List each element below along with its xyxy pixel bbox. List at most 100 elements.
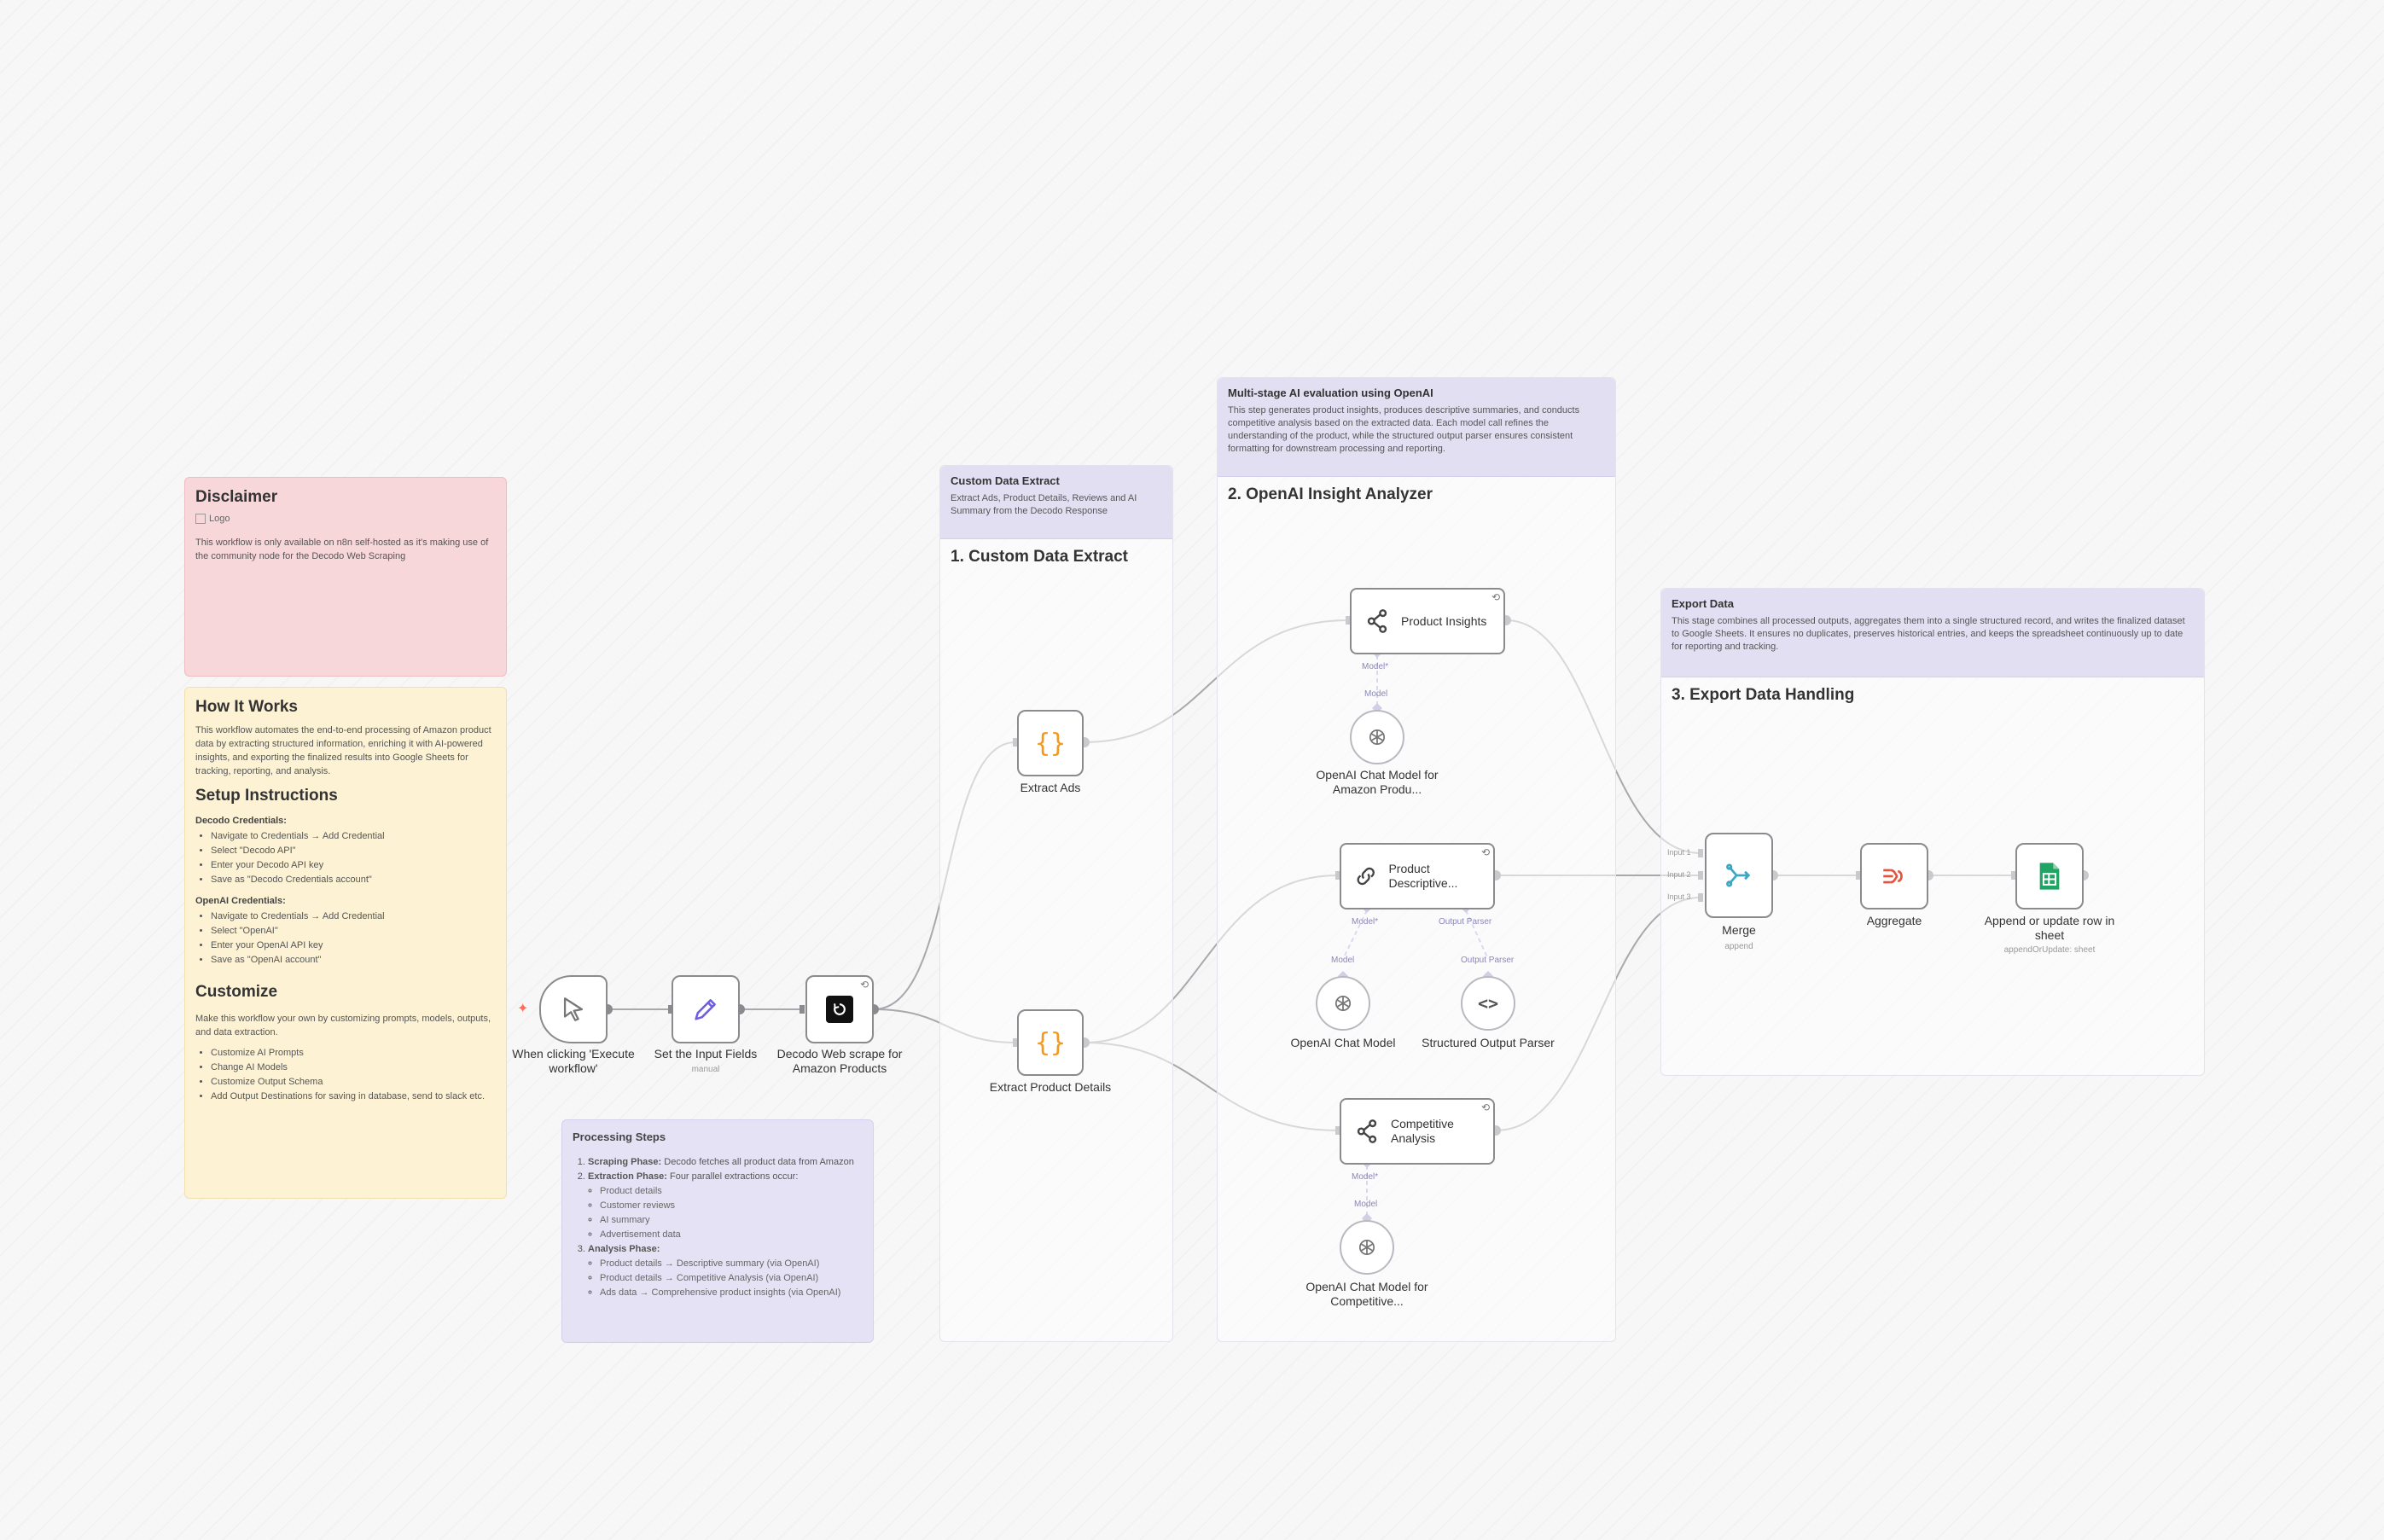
competitive-analysis-node[interactable]: Competitive Analysis ⟲ xyxy=(1340,1098,1495,1165)
port-label-output-parser: Output Parser xyxy=(1439,917,1492,927)
openai-steps-list: Navigate to Credentials → Add Credential… xyxy=(195,909,496,968)
phase-text: Decodo fetches all product data from Ama… xyxy=(661,1157,854,1167)
disclaimer-note[interactable]: Disclaimer Logo This workflow is only av… xyxy=(184,477,507,677)
processing-steps-note[interactable]: Processing Steps Scraping Phase: Decodo … xyxy=(561,1119,874,1343)
phase-label: Extraction Phase: xyxy=(588,1171,667,1182)
ai-chain-icon xyxy=(1367,609,1387,633)
product-insights-node[interactable]: Product Insights ⟲ xyxy=(1350,588,1505,654)
braces-icon: {} xyxy=(1034,1027,1067,1058)
merge-input-1-label: Input 1 xyxy=(1667,848,1691,857)
list-item: Scraping Phase: Decodo fetches all produ… xyxy=(588,1155,863,1170)
sync-icon: ⟲ xyxy=(859,979,869,991)
openai-chat-model-label: OpenAI Chat Model xyxy=(1290,1036,1396,1049)
port-label-model-required: Model* xyxy=(1352,1172,1379,1182)
extract-product-details-label: Extract Product Details xyxy=(989,1080,1112,1094)
set-input-fields-node[interactable] xyxy=(672,975,740,1043)
disclaimer-title: Disclaimer xyxy=(195,488,278,506)
frame-header: Custom Data Extract Extract Ads, Product… xyxy=(940,466,1172,539)
list-item: Analysis Phase: Product details → Descri… xyxy=(588,1242,863,1300)
disclaimer-text: This workflow is only available on n8n s… xyxy=(195,538,489,561)
sync-icon: ⟲ xyxy=(1491,591,1500,603)
sync-icon: ⟲ xyxy=(1480,1101,1490,1113)
customize-text: Make this workflow your own by customizi… xyxy=(195,1014,491,1037)
processing-list: Scraping Phase: Decodo fetches all produ… xyxy=(573,1155,863,1300)
list-item: Extraction Phase: Four parallel extracti… xyxy=(588,1170,863,1242)
frame-head-title: Custom Data Extract xyxy=(951,474,1060,487)
openai-chat-model-insights-label: OpenAI Chat Model for Amazon Produ... xyxy=(1316,768,1439,796)
merge-input-3-label: Input 3 xyxy=(1667,892,1691,901)
list-item: Customize Output Schema xyxy=(211,1075,496,1090)
list-item: Save as "OpenAI account" xyxy=(211,953,496,968)
aggregate-label: Aggregate xyxy=(1866,914,1922,927)
how-it-works-note[interactable]: How It Works This workflow automates the… xyxy=(184,687,507,1199)
set-input-fields-label: Set the Input Fields xyxy=(654,1047,758,1061)
google-sheets-icon xyxy=(2039,863,2060,890)
structured-output-parser-node[interactable]: <> xyxy=(1461,976,1515,1031)
list-item: Advertisement data xyxy=(600,1228,863,1242)
sync-icon: ⟲ xyxy=(1480,846,1490,858)
product-descriptive-node[interactable]: Product Descriptive... ⟲ xyxy=(1340,843,1495,909)
list-item: Change AI Models xyxy=(211,1061,496,1075)
how-title: How It Works xyxy=(195,698,298,716)
openai-chat-model-competitive-label: OpenAI Chat Model for Competitive... xyxy=(1305,1280,1428,1308)
pencil-icon xyxy=(695,999,716,1020)
openai-chat-model-competitive-node[interactable] xyxy=(1340,1220,1394,1275)
openai-chat-model-node[interactable] xyxy=(1316,976,1370,1031)
list-item: Add Output Destinations for saving in da… xyxy=(211,1090,496,1104)
openai-icon xyxy=(1369,729,1386,746)
extract-ads-label: Extract Ads xyxy=(1020,781,1081,794)
port-label-model-required: Model* xyxy=(1362,662,1389,671)
google-sheets-node[interactable] xyxy=(2015,843,2084,909)
customize-list: Customize AI Prompts Change AI Models Cu… xyxy=(195,1046,496,1104)
merge-input-2-label: Input 2 xyxy=(1667,870,1691,879)
port-label-model-required: Model* xyxy=(1352,917,1379,927)
manual-trigger-label: When clicking 'Execute workflow' xyxy=(512,1047,635,1075)
phase-text: Four parallel extractions occur: xyxy=(666,1171,799,1182)
list-item: Enter your OpenAI API key xyxy=(211,939,496,953)
product-insights-label: Product Insights xyxy=(1401,613,1487,628)
code-brackets-icon: <> xyxy=(1477,993,1499,1014)
frame-head-text: This step generates product insights, pr… xyxy=(1228,405,1580,454)
list-item: Enter your Decodo API key xyxy=(211,858,496,873)
openai-icon xyxy=(1358,1239,1375,1256)
list-item: Product details → Competitive Analysis (… xyxy=(600,1271,863,1286)
add-trigger-icon[interactable]: ✦ xyxy=(517,1002,529,1016)
list-item: Product details xyxy=(600,1184,863,1199)
cursor-icon xyxy=(563,997,584,1021)
decodo-scrape-label: Decodo Web scrape for Amazon Products xyxy=(776,1047,903,1075)
openai-credentials-head: OpenAI Credentials: xyxy=(195,896,286,906)
frame-title: 2. OpenAI Insight Analyzer xyxy=(1228,485,1433,503)
extract-product-details-node[interactable]: {} xyxy=(1017,1009,1084,1076)
list-item: Navigate to Credentials → Add Credential xyxy=(211,829,496,844)
manual-trigger-node[interactable] xyxy=(539,975,608,1043)
ai-chain-icon xyxy=(1357,1119,1377,1143)
list-item: Ads data → Comprehensive product insight… xyxy=(600,1286,863,1300)
extract-ads-node[interactable]: {} xyxy=(1017,710,1084,776)
port-label-model: Model xyxy=(1354,1200,1378,1209)
custom-data-extract-frame[interactable]: Custom Data Extract Extract Ads, Product… xyxy=(939,465,1173,1342)
logo-alt-text: Logo xyxy=(209,514,230,524)
frame-head-text: This stage combines all processed output… xyxy=(1672,616,2185,652)
openai-chat-model-insights-node[interactable] xyxy=(1350,710,1404,764)
decodo-logo-icon xyxy=(826,996,853,1023)
merge-sub: append xyxy=(1724,942,1753,951)
merge-node[interactable] xyxy=(1705,833,1773,918)
customize-title: Customize xyxy=(195,983,278,1001)
product-descriptive-label: Product Descriptive... xyxy=(1388,862,1458,890)
export-data-frame[interactable]: Export Data This stage combines all proc… xyxy=(1660,588,2205,1076)
google-sheets-sub: appendOrUpdate: sheet xyxy=(2003,945,2096,955)
aggregate-icon xyxy=(1883,869,1903,884)
broken-image-icon xyxy=(195,514,206,524)
merge-label: Merge xyxy=(1722,923,1756,937)
list-item: Product details → Descriptive summary (v… xyxy=(600,1257,863,1271)
aggregate-node[interactable] xyxy=(1860,843,1928,909)
decodo-scrape-node[interactable]: ⟲ xyxy=(805,975,874,1043)
phase-label: Analysis Phase: xyxy=(588,1244,660,1254)
link-icon xyxy=(1357,867,1375,886)
structured-output-parser-label: Structured Output Parser xyxy=(1422,1036,1555,1049)
phase-label: Scraping Phase: xyxy=(588,1157,662,1167)
frame-header: Multi-stage AI evaluation using OpenAI T… xyxy=(1218,378,1615,477)
logo-image: Logo xyxy=(195,514,496,524)
setup-title: Setup Instructions xyxy=(195,787,338,805)
